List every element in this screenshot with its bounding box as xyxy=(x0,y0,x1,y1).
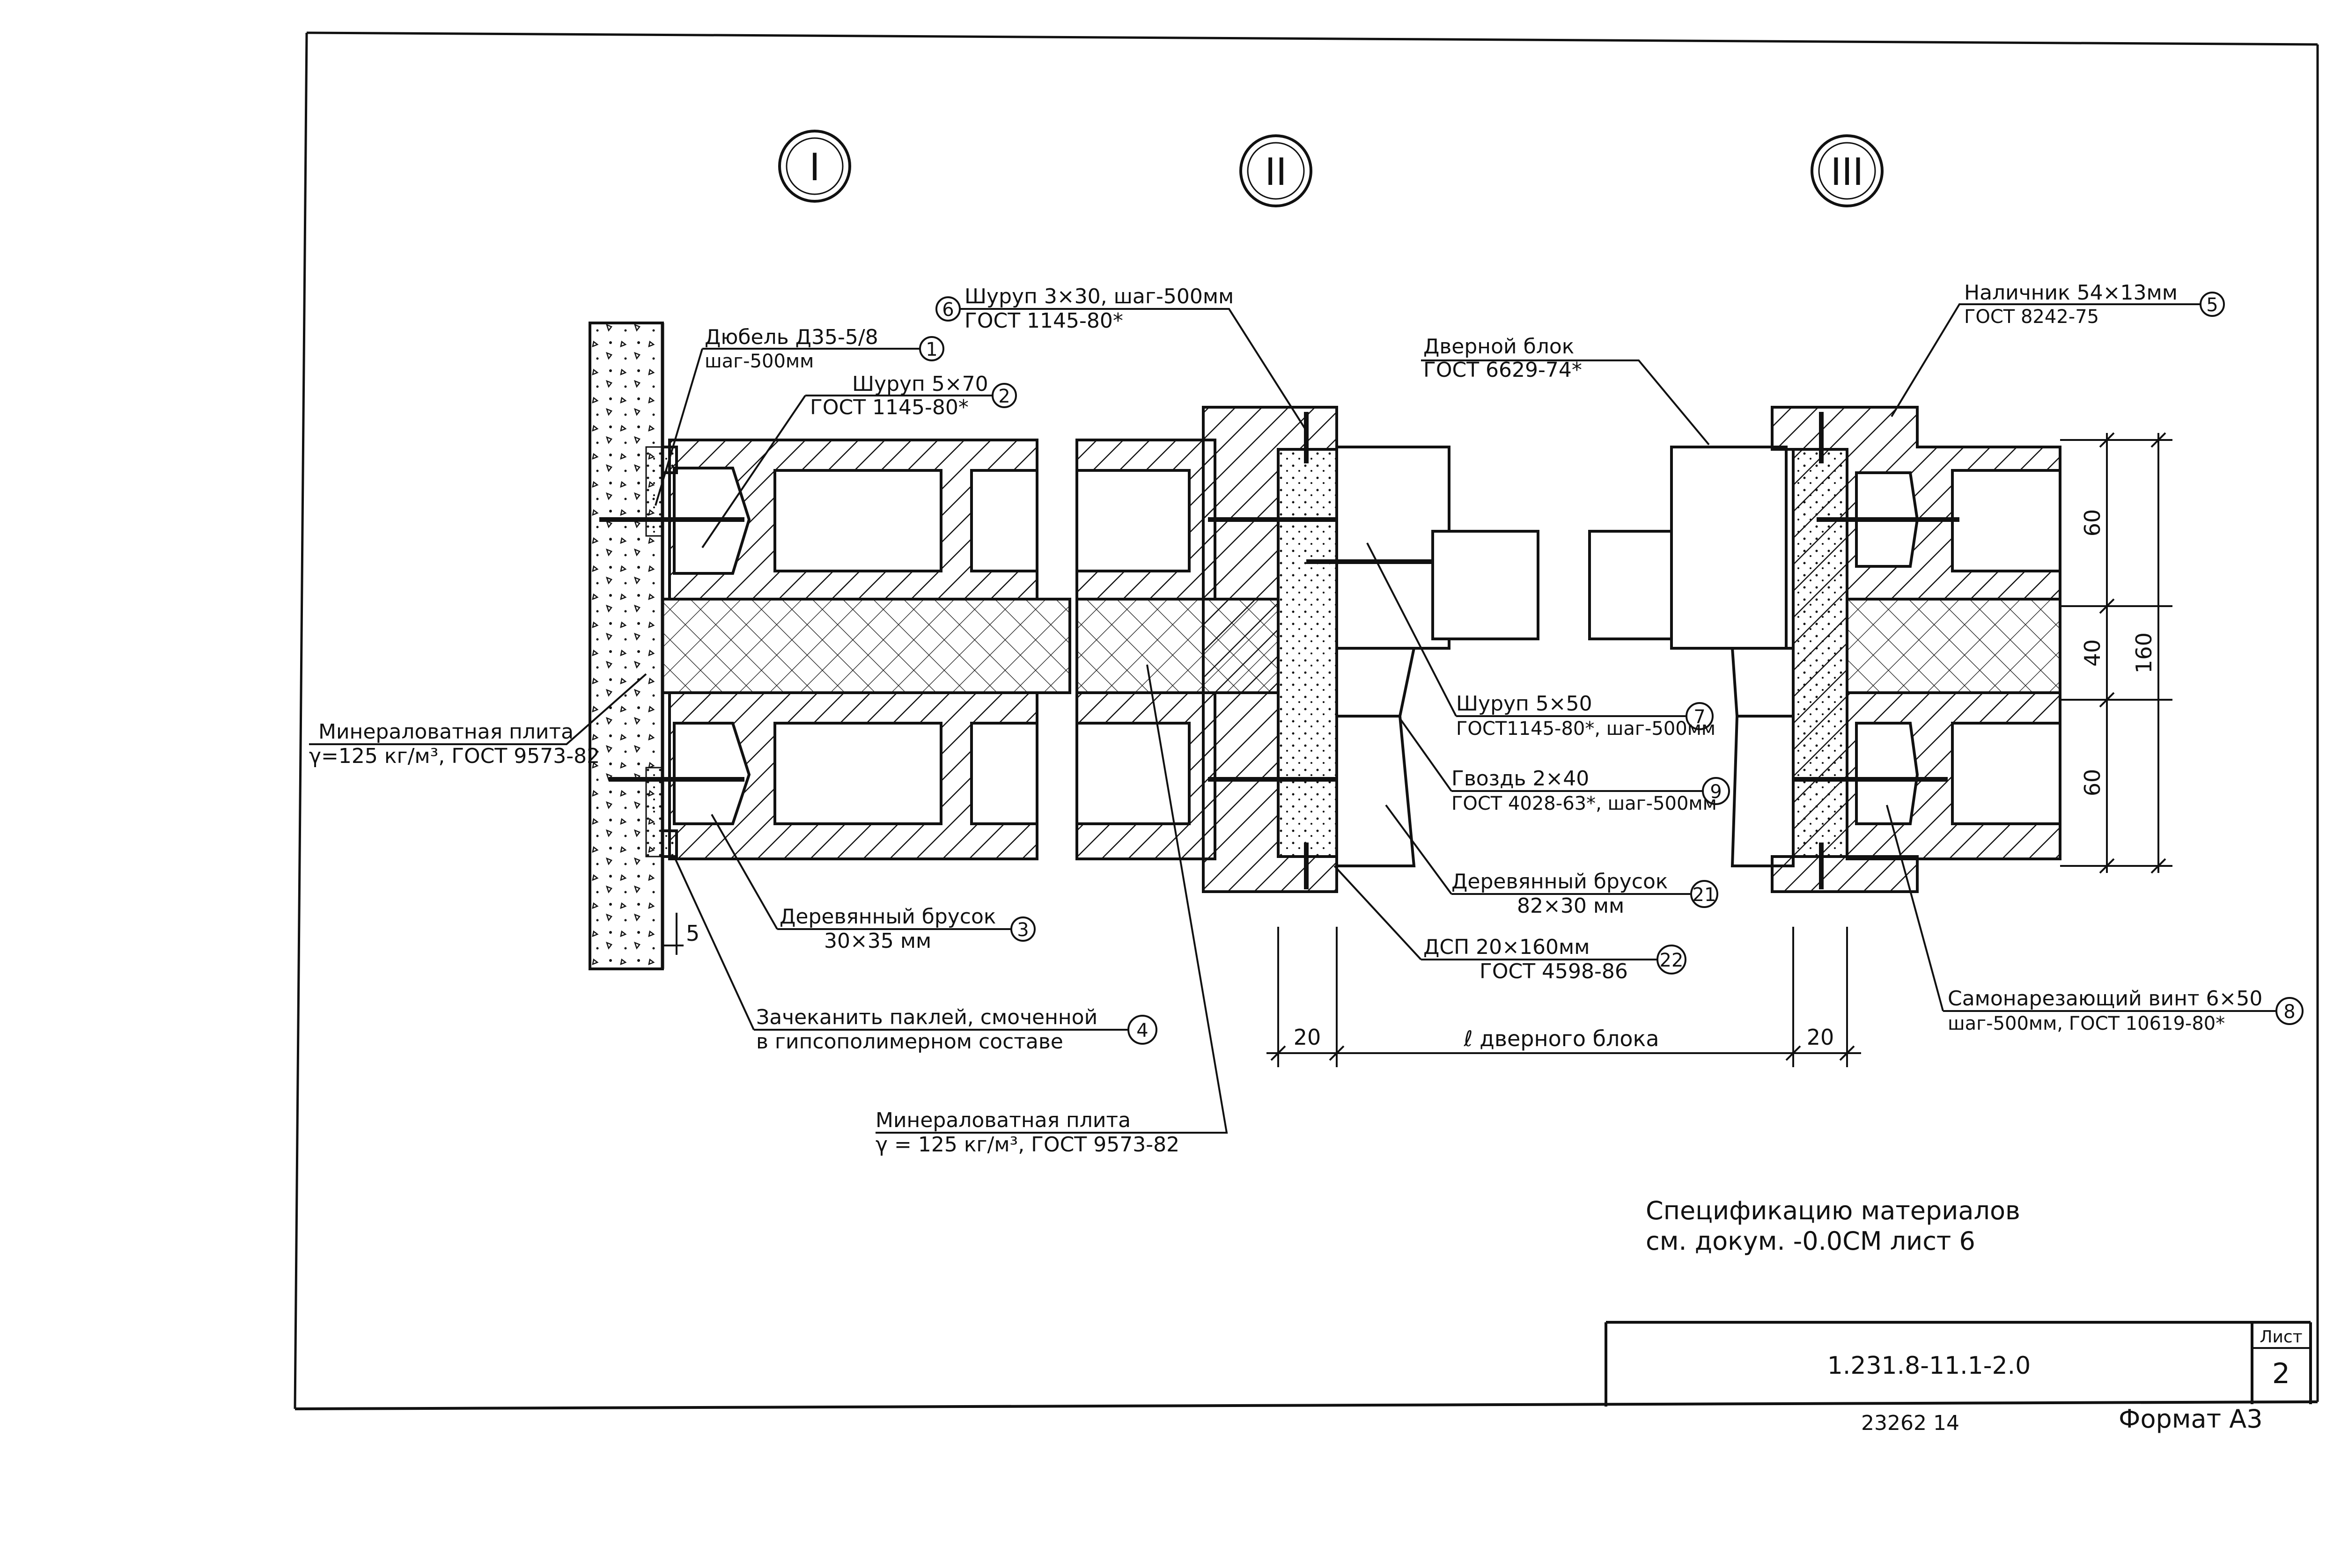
label-door-block: Дверной блок xyxy=(1423,335,1574,359)
profile-section-2 xyxy=(1075,406,1539,893)
inventory-number: 23262 14 xyxy=(1861,1411,1959,1435)
callout-num-3: 3 xyxy=(1017,919,1029,941)
dim-frame-right: 20 xyxy=(1807,1025,1834,1050)
label-screw-3x30-gost: ГОСТ 1145-80* xyxy=(964,309,1123,333)
label-wood-bar-30-size: 30×35 мм xyxy=(824,929,931,953)
label-mineral-wool-left-spec: γ=125 кг/м³, ГОСТ 9573-82 xyxy=(309,744,600,768)
callout-num-1: 1 xyxy=(926,339,937,360)
leader-lines xyxy=(309,303,2275,1134)
label-dowel: Дюбель Д35-5/8 xyxy=(705,325,878,349)
label-wood-bar-82: Деревянный брусок xyxy=(1451,870,1668,894)
callout-num-21: 21 xyxy=(1693,884,1716,906)
title-block xyxy=(1605,1321,2312,1407)
section-marker-2: II xyxy=(1239,134,1312,207)
label-caulk-composition: в гипсополимерном составе xyxy=(756,1030,1063,1054)
dim-frame-left: 20 xyxy=(1294,1025,1321,1050)
section-numeral-3: III xyxy=(1831,150,1864,194)
label-caulk: Зачеканить паклей, смоченной xyxy=(756,1005,1097,1029)
dim-height-top: 60 xyxy=(2080,509,2105,537)
label-nail: Гвоздь 2×40 xyxy=(1451,767,1589,791)
specification-note: Спецификацию материалов см. докум. -0.0С… xyxy=(1646,1196,2020,1256)
label-screw-5x50: Шуруп 5×50 xyxy=(1456,692,1592,716)
profile-section-3 xyxy=(1771,406,2061,893)
callout-num-9: 9 xyxy=(1710,781,1722,803)
dimension-lines xyxy=(663,432,2172,1067)
label-self-tapping-screw: Самонарезающий винт 6×50 xyxy=(1948,987,2262,1011)
sheet-format: Формат А3 xyxy=(2119,1404,2263,1434)
label-wood-bar-30: Деревянный брусок xyxy=(780,905,996,929)
spec-note-line2: см. докум. -0.0СМ лист 6 xyxy=(1646,1226,1975,1256)
dim-door-block-length: ℓ дверного блока xyxy=(1463,1026,1659,1051)
label-mineral-wool-left: Минераловатная плита xyxy=(318,720,574,744)
profile-section-1 xyxy=(599,439,1071,860)
sheet-number: 2 xyxy=(2272,1357,2290,1390)
callout-num-7: 7 xyxy=(1693,706,1705,728)
label-self-tapping-screw-spec: шаг-500мм, ГОСТ 10619-80* xyxy=(1948,1013,2225,1034)
label-mineral-wool-bottom: Минераловатная плита xyxy=(876,1108,1131,1132)
dim-height-middle: 40 xyxy=(2080,639,2105,667)
section-numeral-1: I xyxy=(809,146,820,189)
callout-num-6: 6 xyxy=(942,299,954,321)
label-dowel-step: шаг-500мм xyxy=(705,351,814,372)
callout-markers xyxy=(919,292,2304,1045)
dimension-values: 5 20 ℓ дверного блока 20 60 40 60 160 xyxy=(686,509,2157,1051)
door-block xyxy=(1588,446,1795,867)
label-nail-gost: ГОСТ 4028-63*, шаг-500мм xyxy=(1451,793,1717,814)
callout-num-22: 22 xyxy=(1660,950,1684,971)
dim-left-gap: 5 xyxy=(686,921,699,946)
spec-note-line1: Спецификацию материалов xyxy=(1646,1196,2020,1225)
callout-labels: Дюбель Д35-5/8 шаг-500мм Шуруп 5×70 ГОСТ… xyxy=(309,281,2262,1157)
label-screw-5x70: Шуруп 5×70 xyxy=(852,372,988,396)
callout-num-5: 5 xyxy=(2206,294,2218,316)
dim-height-bottom: 60 xyxy=(2080,769,2105,797)
callout-num-4: 4 xyxy=(1136,1020,1148,1041)
label-screw-3x30: Шуруп 3×30, шаг-500мм xyxy=(964,285,1234,308)
label-screw-5x50-gost: ГОСТ1145-80*, шаг-500мм xyxy=(1456,718,1715,740)
section-numeral-2: II xyxy=(1265,150,1287,194)
label-casing-gost: ГОСТ 8242-75 xyxy=(1964,306,2099,328)
callout-numbers: 1 2 6 5 7 9 21 22 3 4 8 xyxy=(926,294,2295,1041)
label-chipboard-gost: ГОСТ 4598-86 xyxy=(1480,960,1628,983)
callout-num-2: 2 xyxy=(998,386,1010,407)
label-mineral-wool-bottom-spec: γ = 125 кг/м³, ГОСТ 9573-82 xyxy=(876,1133,1179,1157)
dim-height-total: 160 xyxy=(2131,632,2157,674)
document-code: 1.231.8-11.1-2.0 xyxy=(1827,1352,2031,1380)
sheet-label: Лист xyxy=(2260,1327,2302,1347)
section-marker-3: III xyxy=(1811,134,1884,207)
label-chipboard: ДСП 20×160мм xyxy=(1423,935,1590,959)
callout-num-8: 8 xyxy=(2283,1001,2295,1023)
label-wood-bar-82-size: 82×30 мм xyxy=(1517,894,1624,918)
masonry-wall xyxy=(589,322,664,970)
section-marker-1: I xyxy=(778,130,851,203)
label-screw-5x70-gost: ГОСТ 1145-80* xyxy=(810,396,969,419)
label-door-block-gost: ГОСТ 6629-74* xyxy=(1423,358,1582,382)
label-casing: Наличник 54×13мм xyxy=(1964,281,2178,305)
sheet-frame xyxy=(294,31,2319,1410)
